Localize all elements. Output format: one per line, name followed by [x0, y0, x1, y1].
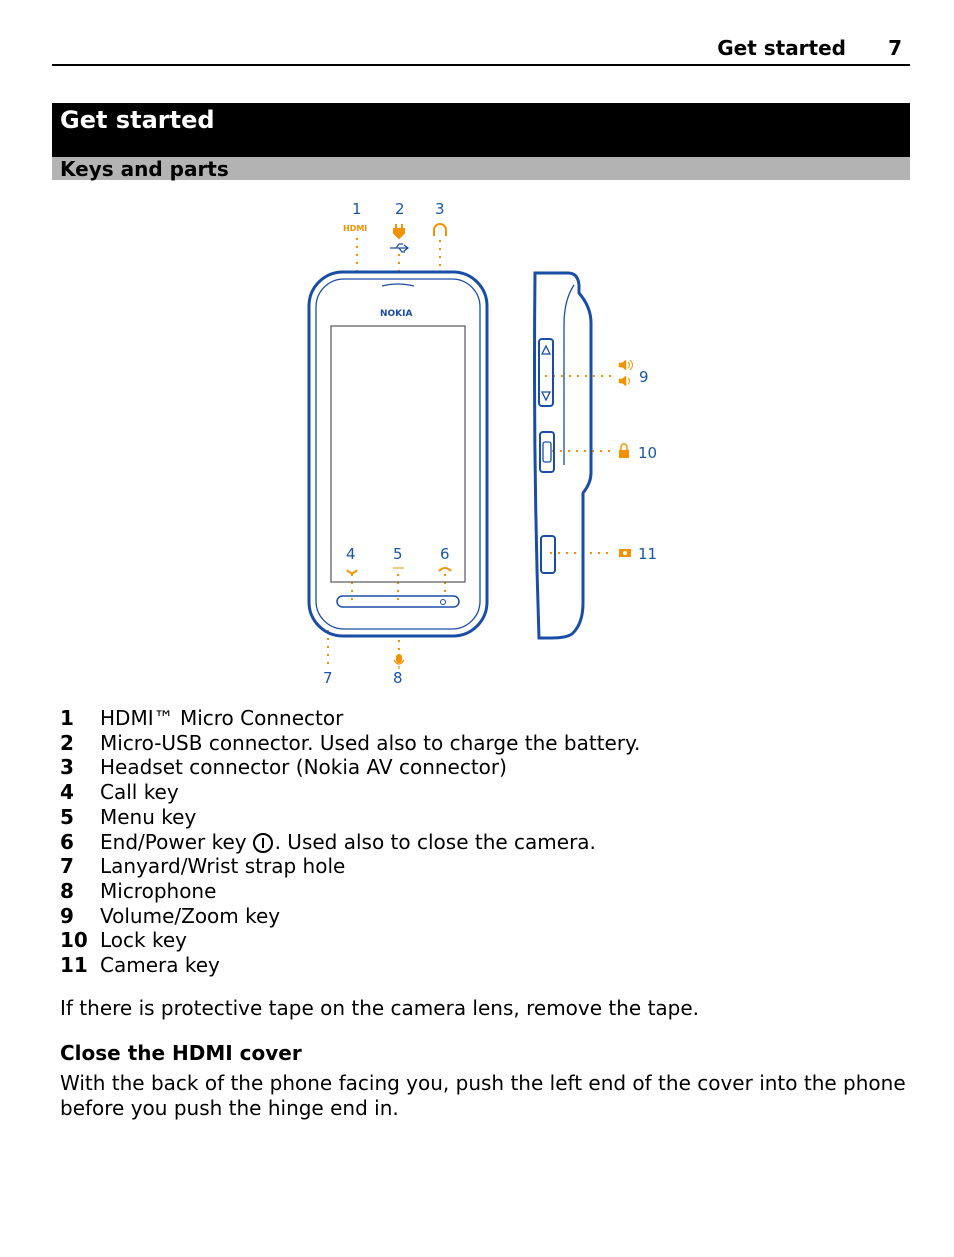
volume-icon [618, 359, 633, 387]
key-label: Micro-USB connector. Used also to charge… [100, 730, 641, 755]
key-label: Lanyard/Wrist strap hole [100, 854, 346, 879]
camera-icon [619, 549, 631, 557]
phone-keys-diagram: 1 2 3 4 5 6 7 8 9 10 11 HDMI NOKI [307, 200, 657, 687]
callout-7: 7 [323, 669, 333, 687]
chapter-title-bar: Get started [52, 103, 910, 157]
call-icon [346, 569, 358, 574]
key-label: Call key [100, 780, 179, 805]
key-number: 8 [60, 878, 74, 903]
hdmi-cover-body: With the back of the phone facing you, p… [60, 1071, 906, 1120]
list-item: 6 End/Power key . Used also to close the c… [60, 830, 640, 855]
list-item: 5 Menu key [60, 805, 640, 830]
key-label-start: End/Power key [100, 829, 247, 854]
callout-4: 4 [346, 545, 356, 563]
key-number: 3 [60, 755, 74, 780]
key-number: 4 [60, 780, 74, 805]
list-item: 1 HDMI™ Micro Connector [60, 706, 640, 731]
callout-lines [327, 238, 614, 666]
list-item: 7 Lanyard/Wrist strap hole [60, 854, 640, 879]
headset-icon [433, 223, 447, 236]
callout-11: 11 [638, 545, 657, 563]
hdmi-cover-heading: Close the HDMI cover [60, 1041, 302, 1065]
callout-5: 5 [393, 545, 403, 563]
chapter-title: Get started [60, 106, 215, 134]
microphone-icon [393, 654, 405, 669]
callout-10: 10 [638, 444, 657, 462]
power-icon [252, 832, 273, 853]
nokia-logo: NOKIA [380, 309, 413, 319]
key-number: 10 [60, 928, 88, 953]
page-number: 7 [888, 36, 902, 60]
section-title: Keys and parts [60, 157, 229, 181]
list-item: 2 Micro-USB connector. Used also to charg… [60, 731, 640, 756]
key-label: Menu key [100, 804, 197, 829]
phone-front-view [307, 270, 489, 638]
key-label: End/Power key . Used also to close the ca… [100, 830, 596, 855]
callout-2: 2 [395, 200, 405, 218]
list-item: 4 Call key [60, 780, 640, 805]
header-section-title: Get started [717, 36, 846, 60]
keys-list: 1 HDMI™ Micro Connector 2 Micro-USB connec… [60, 706, 640, 978]
key-number: 1 [60, 706, 74, 730]
key-number: 5 [60, 804, 74, 829]
key-number: 6 [60, 829, 74, 854]
key-label: Lock key [100, 928, 187, 953]
key-label-end: . Used also to close the camera. [274, 829, 596, 854]
lock-icon [619, 443, 629, 458]
callout-9: 9 [639, 368, 649, 386]
list-item: 10 Lock key [60, 928, 640, 953]
running-header: Get started 7 [52, 36, 910, 66]
key-number: 7 [60, 854, 74, 879]
usb-charger-icon [390, 224, 409, 253]
callout-6: 6 [440, 545, 450, 563]
hdmi-icon: HDMI [343, 224, 367, 233]
callout-8: 8 [393, 669, 403, 687]
list-item: 9 Volume/Zoom key [60, 904, 640, 929]
key-number: 11 [60, 953, 88, 978]
tape-note: If there is protective tape on the camer… [60, 996, 700, 1020]
key-number: 2 [60, 730, 74, 755]
callout-1: 1 [352, 200, 362, 218]
list-item: 3 Headset connector (Nokia AV connector) [60, 755, 640, 780]
key-label: Camera key [100, 953, 220, 978]
key-label: Headset connector (Nokia AV connector) [100, 755, 507, 780]
section-title-bar: Keys and parts [52, 157, 910, 181]
key-label: Volume/Zoom key [100, 903, 281, 928]
callout-3: 3 [435, 200, 445, 218]
end-call-icon [438, 567, 452, 572]
list-item: 11 Camera key [60, 953, 640, 978]
key-number: 9 [60, 903, 74, 928]
key-label: Microphone [100, 878, 217, 903]
list-item: 8 Microphone [60, 879, 640, 904]
key-label: HDMI™ Micro Connector [100, 706, 344, 730]
phone-side-view [533, 271, 593, 640]
